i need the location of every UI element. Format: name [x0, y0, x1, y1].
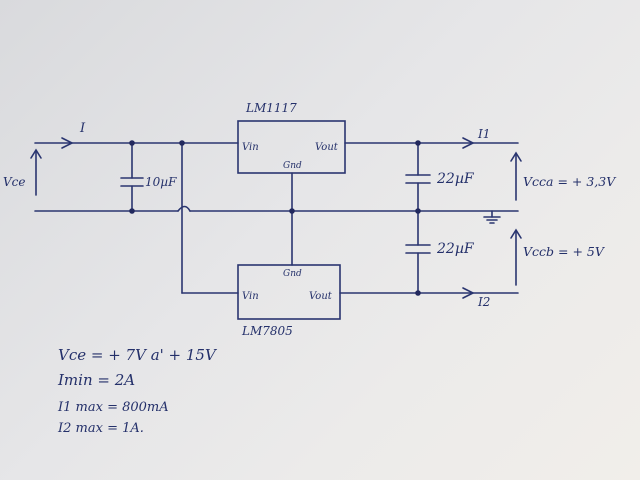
capacitor-input-label: 10µF: [145, 175, 177, 189]
junction-dot: [129, 140, 135, 146]
regulator-top-gnd: Gnd: [283, 161, 302, 171]
wires: [34, 142, 519, 294]
capacitor-input: [120, 177, 144, 187]
voltage-bottom-label: Vccb = + 5V: [523, 244, 606, 259]
current-out2-label: I2: [477, 295, 490, 309]
junction-dot: [415, 140, 421, 146]
junction-dot: [289, 208, 295, 214]
note-input-voltage: Vce = + 7V a' + 15V: [58, 346, 218, 364]
regulator-bottom-vin: Vin: [242, 291, 259, 302]
capacitor-bottom-label: 22µF: [436, 241, 475, 257]
junction-dot: [415, 290, 421, 296]
current-arrows: [61, 137, 475, 299]
current-out1-label: I1: [477, 127, 490, 141]
capacitor-top-label: 22µF: [436, 171, 475, 187]
voltage-arrows: [30, 148, 522, 286]
voltage-input-label: Vce: [3, 175, 26, 189]
regulator-top-vin: Vin: [242, 142, 259, 153]
voltage-top-label: Vcca = + 3,3V: [523, 174, 617, 189]
arrow-current-out1: [462, 137, 475, 149]
junction-dot: [415, 208, 421, 214]
regulator-bottom-name: LM7805: [241, 324, 293, 338]
junction-dot: [129, 208, 135, 214]
regulator-bottom-gnd: Gnd: [283, 269, 302, 279]
note-min-current: Imin = 2A: [57, 371, 135, 389]
labels: LM1117 Vin Vout Gnd LM7805 Gnd Vin Vout …: [3, 101, 617, 338]
junction-dot: [179, 140, 185, 146]
ground-symbol: [483, 210, 501, 224]
regulator-top-box: [237, 120, 346, 174]
regulator-top-name: LM1117: [245, 101, 297, 115]
arrow-current-input: [61, 137, 74, 149]
specification-notes: Vce = + 7V a' + 15V Imin = 2A I1 max = 8…: [57, 346, 218, 436]
capacitors: [120, 174, 431, 254]
junctions: [129, 140, 421, 296]
regulator-bottom-vout: Vout: [309, 291, 333, 302]
note-i1-max: I1 max = 800mA: [57, 400, 169, 415]
wire-ground-jumper: [177, 205, 191, 212]
regulator-top-vout: Vout: [315, 142, 339, 153]
capacitor-output-top: [405, 174, 431, 184]
capacitor-output-bottom: [405, 244, 431, 254]
note-i2-max: I2 max = 1A.: [57, 421, 144, 436]
arrow-current-out2: [462, 287, 475, 299]
regulator-bottom-box: [237, 264, 341, 320]
current-input-label: I: [79, 121, 86, 136]
